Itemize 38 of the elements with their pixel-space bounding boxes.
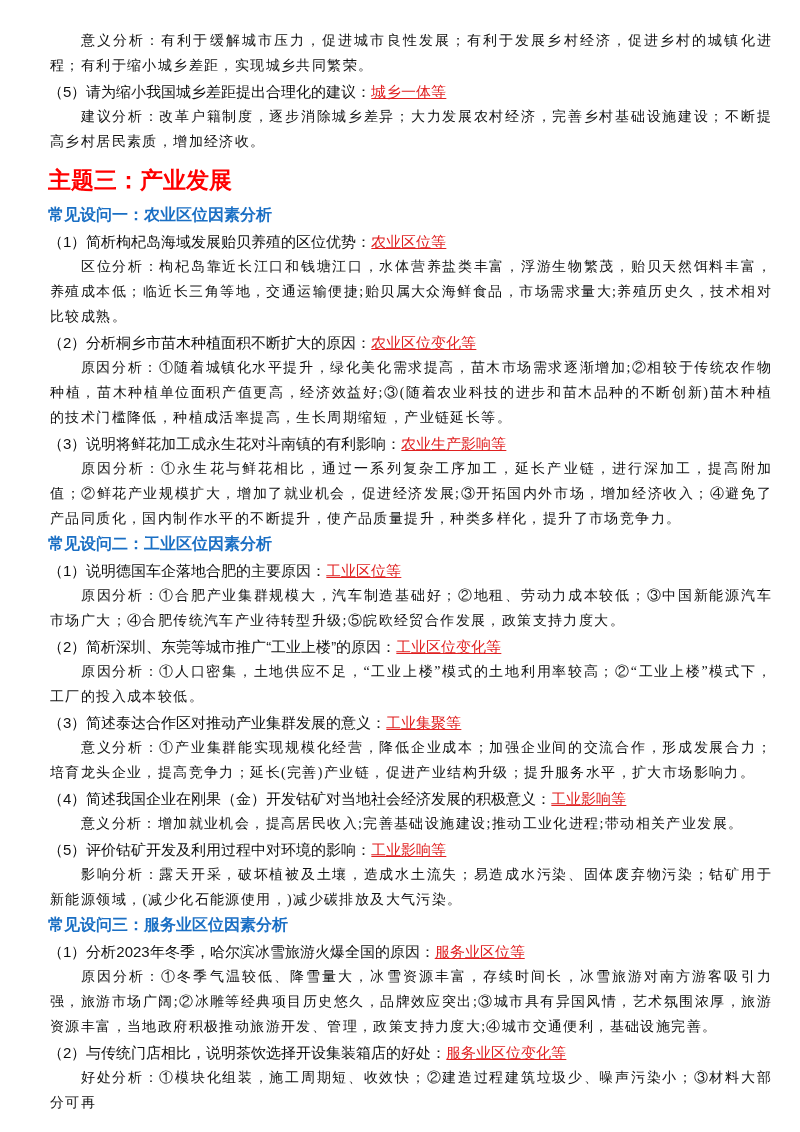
- answer-link: 农业区位变化等: [371, 334, 477, 351]
- question-text: （2）与传统门店相比，说明茶饮选择开设集装箱店的好处：: [48, 1044, 447, 1061]
- answer-link: 工业区位变化等: [396, 638, 502, 655]
- question-text: （2）简析深圳、东莞等城市推广“工业上楼”的原因：: [48, 638, 397, 655]
- analysis-paragraph: 意义分析：①产业集群能实现规模化经营，降低企业成本；加强企业间的交流合作，形成发展合力；培育龙头企业，提高竞争力；延长(完善)产业链，促进产业结构升级；提升服务水平，扩大市场影响力。: [50, 739, 772, 782]
- analysis-paragraph: 原因分析：①永生花与鲜花相比，通过一系列复杂工序加工，延长产业链，进行深加工，提高附加值；②鲜花产业规模扩大，增加了就业机会，促进经济发展;③开拓国内外市场，增加经济收入；④避免了产品同质化，国内制作水平的不断提升，使产品质量提升，种类多样化，提升了市场竞争力。: [50, 460, 772, 528]
- question-text: （4）简述我国企业在刚果（金）开发钴矿对当地社会经济发展的积极意义：: [48, 790, 552, 807]
- analysis-paragraph: 区位分析：枸杞岛靠近长江口和钱塘江口，水体营养盐类丰富，浮游生物繁茂，贻贝天然饵料丰富，养殖成本低；临近长三角等地，交通运输便捷;贻贝属大众海鲜食品，市场需求量大;养殖历史久，技术相对比较成熟。: [50, 258, 772, 326]
- analysis-paragraph: 好处分析：①模块化组装，施工周期短、收效快；②建造过程建筑垃圾少、噪声污染小；③材料大部分可再: [50, 1069, 772, 1112]
- subsection-heading: 常见设问二：工业区位因素分析: [48, 534, 273, 554]
- answer-link: 工业集聚等: [386, 714, 462, 731]
- subsection-heading: 常见设问一：农业区位因素分析: [48, 205, 273, 225]
- question-text: （1）分析2023年冬季，哈尔滨冰雪旅游火爆全国的原因：: [48, 943, 435, 960]
- answer-link: 工业影响等: [551, 790, 627, 807]
- question-text: （1）简析枸杞岛海域发展贻贝养殖的区位优势：: [48, 233, 372, 250]
- question-text: （5）请为缩小我国城乡差距提出合理化的建议：: [48, 83, 372, 100]
- subsection-heading: 常见设问三：服务业区位因素分析: [48, 915, 289, 935]
- analysis-paragraph: 建议分析：改革户籍制度，逐步消除城乡差异；大力发展农村经济，完善乡村基础设施建设；不断提高乡村居民素质，增加经济收。: [50, 108, 772, 151]
- analysis-paragraph: 原因分析：①人口密集，土地供应不足，“工业上楼”模式的土地利用率较高；②“工业上楼”模式下，工厂的投入成本较低。: [50, 663, 772, 706]
- question-text: （2）分析桐乡市苗木种植面积不断扩大的原因：: [48, 334, 372, 351]
- analysis-paragraph: 原因分析：①合肥产业集群规模大，汽车制造基础好；②地租、劳动力成本较低；③中国新能源汽车市场广大；④合肥传统汽车产业待转型升级;⑤皖欧经贸合作发展，政策支持力度大。: [50, 587, 772, 630]
- analysis-paragraph: 影响分析：露天开采，破坏植被及土壤，造成水土流失；易造成水污染、固体废弃物污染；钴矿用于新能源领域，(减少化石能源使用，)减少碳排放及大气污染。: [50, 866, 772, 909]
- answer-link: 城乡一体等: [371, 83, 447, 100]
- section-heading: 主题三：产业发展: [48, 166, 233, 195]
- question-text: （1）说明德国车企落地合肥的主要原因：: [48, 562, 327, 579]
- question-text: （3）简述泰达合作区对推动产业集群发展的意义：: [48, 714, 387, 731]
- answer-link: 工业影响等: [371, 841, 447, 858]
- answer-link: 服务业区位等: [434, 943, 525, 960]
- question-text: （3）说明将鲜花加工成永生花对斗南镇的有利影响：: [48, 435, 402, 452]
- analysis-paragraph: 原因分析：①随着城镇化水平提升，绿化美化需求提高，苗木市场需求逐渐增加;②相较于传统农作物种植，苗木种植单位面积产值更高，经济效益好;③(随着农业科技的进步和苗木品种的不断创新)苗木种植的技术门槛降低，种植成活率提高，生长周期缩短，产业链延长等。: [50, 359, 772, 427]
- answer-link: 农业生产影响等: [401, 435, 507, 452]
- answer-link: 工业区位等: [326, 562, 402, 579]
- analysis-paragraph: 原因分析：①冬季气温较低、降雪量大，冰雪资源丰富，存续时间长，冰雪旅游对南方游客吸引力强，旅游市场广阔;②冰雕等经典项目历史悠久，品牌效应突出;③城市具有异国风情，艺术氛围浓厚，旅游资源丰富，当地政府积极推动旅游开发、管理，政策支持力度大;④城市交通便利，基础设施完善。: [50, 968, 772, 1036]
- analysis-paragraph: 意义分析：有利于缓解城市压力，促进城市良性发展；有利于发展乡村经济，促进乡村的城镇化进程；有利于缩小城乡差距，实现城乡共同繁荣。: [50, 32, 772, 75]
- answer-link: 服务业区位变化等: [446, 1044, 567, 1061]
- answer-link: 农业区位等: [371, 233, 447, 250]
- question-text: （5）评价钴矿开发及利用过程中对环境的影响：: [48, 841, 372, 858]
- analysis-paragraph: 意义分析：增加就业机会，提高居民收入;完善基础设施建设;推动工业化进程;带动相关产业发展。: [79, 815, 745, 833]
